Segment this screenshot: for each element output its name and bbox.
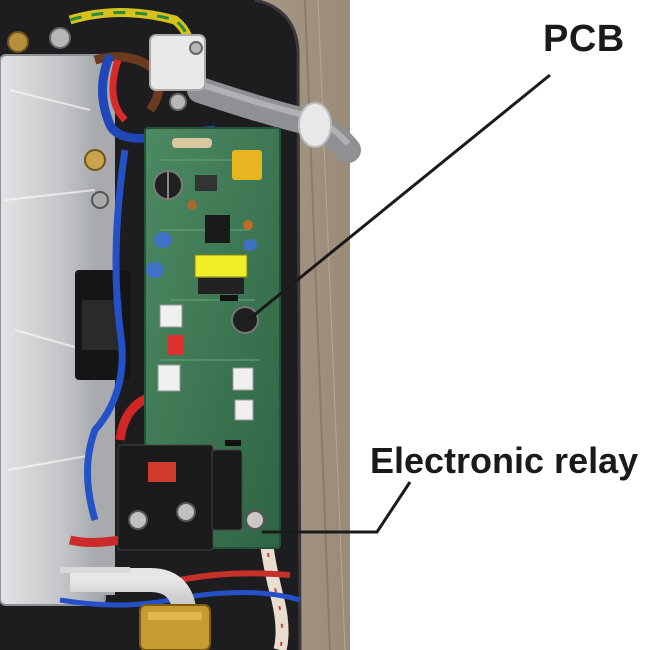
blue-wire-long [84, 149, 129, 522]
relay-callout-label: Electronic relay [370, 440, 639, 481]
relay-left [117, 444, 214, 551]
red-wire-bottom [68, 535, 121, 547]
pcb-board [144, 127, 281, 549]
pcb-callout-label: PCB [543, 18, 625, 60]
brass-fitting [139, 604, 211, 650]
red-wire-bottom-right [179, 570, 291, 583]
red-wire [109, 58, 128, 123]
relay-right [211, 449, 265, 531]
